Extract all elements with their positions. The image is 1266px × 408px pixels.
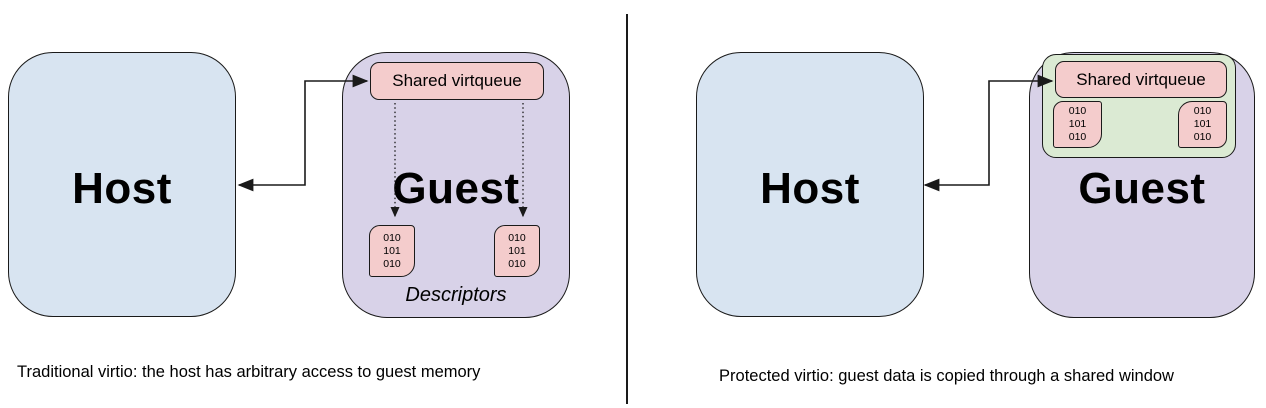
traditional-host-box bbox=[8, 52, 236, 317]
traditional-caption: Traditional virtio: the host has arbitra… bbox=[17, 363, 481, 381]
chip-line: 101 bbox=[383, 244, 401, 257]
chip-line: 010 bbox=[383, 231, 401, 244]
chip-line: 010 bbox=[383, 257, 401, 270]
chip-line: 010 bbox=[508, 257, 526, 270]
chip-line: 101 bbox=[508, 244, 526, 257]
chip-line: 010 bbox=[508, 231, 526, 244]
chip-line: 010 bbox=[1068, 131, 1087, 143]
chip-line: 101 bbox=[1193, 118, 1212, 130]
chip-line: 101 bbox=[1068, 118, 1087, 130]
chip-line: 010 bbox=[1193, 131, 1212, 143]
protected-caption: Protected virtio: guest data is copied t… bbox=[719, 367, 1174, 385]
memory-chip-left: 010 101 010 bbox=[1053, 101, 1102, 148]
descriptor-chip-left: 010 101 010 bbox=[369, 225, 415, 277]
chip-line: 010 bbox=[1193, 105, 1212, 117]
traditional-host-label: Host bbox=[72, 164, 172, 213]
protected-shared-virtqueue-label: Shared virtqueue bbox=[1076, 69, 1206, 89]
protected-host-label: Host bbox=[760, 164, 860, 213]
descriptors-label: Descriptors bbox=[405, 284, 507, 306]
traditional-guest-label: Guest bbox=[392, 164, 520, 213]
traditional-shared-virtqueue-box: Shared virtqueue bbox=[370, 62, 544, 100]
protected-shared-virtqueue-box: Shared virtqueue bbox=[1055, 61, 1227, 98]
descriptor-chip-right: 010 101 010 bbox=[494, 225, 540, 277]
protected-host-box bbox=[696, 52, 924, 317]
panel-divider bbox=[626, 14, 628, 404]
chip-line: 010 bbox=[1068, 105, 1087, 117]
protected-guest-label: Guest bbox=[1078, 164, 1206, 213]
memory-chip-right: 010 101 010 bbox=[1178, 101, 1227, 148]
traditional-shared-virtqueue-label: Shared virtqueue bbox=[392, 71, 522, 90]
